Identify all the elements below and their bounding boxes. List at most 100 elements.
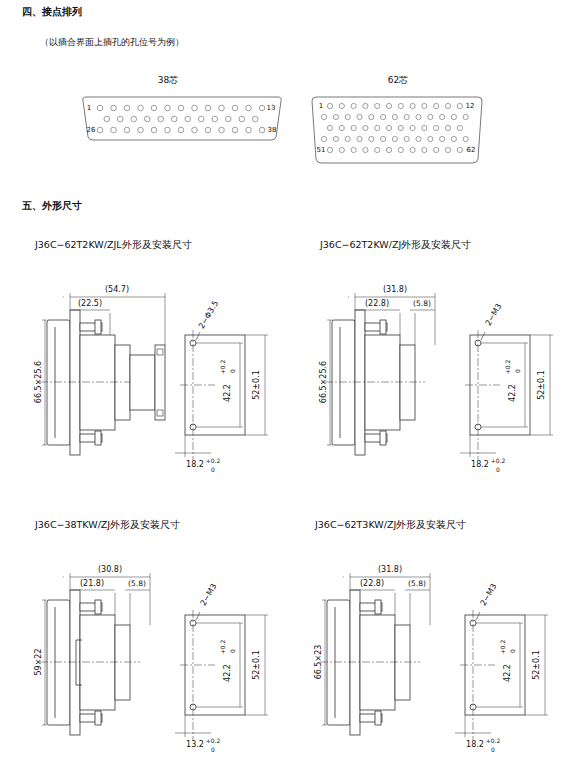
- socket-hole: [398, 125, 403, 130]
- socket-hole: [457, 147, 462, 152]
- socket-hole: [327, 103, 332, 108]
- dimension: 42.2: [509, 384, 517, 402]
- socket-hole: [144, 116, 150, 122]
- socket-hole: [428, 114, 433, 119]
- socket-hole: [463, 114, 468, 119]
- socket-hole: [333, 114, 338, 119]
- socket-hole: [392, 114, 397, 119]
- socket-hole: [357, 136, 362, 141]
- socket-hole: [351, 125, 356, 130]
- socket-face-62: [312, 97, 482, 163]
- socket-hole: [97, 127, 103, 133]
- socket-hole: [205, 127, 211, 133]
- outline-view-2: [325, 293, 553, 460]
- socket-hole: [124, 105, 130, 111]
- tolerance: +0.2: [206, 738, 221, 744]
- socket-hole: [422, 125, 427, 130]
- tolerance: 0: [230, 649, 236, 653]
- socket-hole: [158, 116, 164, 122]
- pin-number: 12: [466, 103, 475, 110]
- dimension: 59×22: [35, 648, 43, 675]
- socket-hole: [124, 127, 130, 133]
- socket-hole: [363, 125, 368, 130]
- pin-number: 38: [268, 127, 277, 134]
- hole-callout: 2−Φ3.5: [198, 300, 220, 331]
- dimension: 13.2: [186, 741, 204, 749]
- socket-hole: [212, 116, 218, 122]
- dimension: (5.8): [408, 580, 426, 588]
- tolerance: 0: [211, 467, 215, 473]
- dimension: 18.2: [186, 461, 204, 469]
- socket-hole: [198, 116, 204, 122]
- outline-view-3: [40, 573, 268, 740]
- socket-hole: [322, 136, 327, 141]
- dimension: (5.8): [128, 580, 146, 588]
- socket-hole: [117, 116, 123, 122]
- socket-hole: [327, 147, 332, 152]
- dimension: 52±0.1: [253, 370, 261, 400]
- dimension: (22.8): [365, 300, 389, 308]
- tolerance: 0: [510, 649, 516, 653]
- socket-hole: [422, 147, 427, 152]
- dimension: 66.5×25.6: [320, 361, 328, 403]
- hole-callout: 2−M3: [200, 583, 219, 608]
- socket-hole: [416, 114, 421, 119]
- socket-hole: [339, 147, 344, 152]
- socket-hole: [445, 125, 450, 130]
- socket-hole: [104, 116, 110, 122]
- socket-hole: [252, 116, 258, 122]
- socket-hole: [416, 136, 421, 141]
- tolerance: +0.2: [491, 458, 506, 464]
- socket-face-38: [83, 97, 281, 140]
- socket-hole: [219, 105, 225, 111]
- socket-hole: [111, 127, 117, 133]
- socket-hole: [457, 125, 462, 130]
- socket-hole: [381, 114, 386, 119]
- socket-hole: [398, 147, 403, 152]
- dimension: (21.8): [80, 580, 104, 588]
- dimension: 66.5×25.6: [35, 361, 43, 403]
- dimension: 52±0.1: [253, 650, 261, 680]
- socket-hole: [232, 105, 238, 111]
- socket-hole: [322, 114, 327, 119]
- tolerance: 0: [491, 747, 495, 753]
- dimension: 42.2: [504, 664, 512, 682]
- view-title: J36C−38TKW/ZJ外形及安装尺寸: [35, 520, 180, 530]
- socket-hole: [410, 147, 415, 152]
- socket-hole: [398, 103, 403, 108]
- dimension: (31.8): [383, 286, 407, 294]
- pin-number: 62: [467, 147, 476, 154]
- socket-hole: [386, 125, 391, 130]
- socket-hole: [451, 136, 456, 141]
- tolerance: +0.2: [500, 640, 506, 655]
- hole-callout: 2−M3: [480, 583, 499, 608]
- socket-hole: [192, 127, 198, 133]
- socket-hole: [375, 147, 380, 152]
- socket-hole: [428, 136, 433, 141]
- socket-hole: [386, 147, 391, 152]
- socket-hole: [457, 103, 462, 108]
- socket-hole: [404, 136, 409, 141]
- dimension: (22.8): [360, 580, 384, 588]
- view-title: J36C−62T2KW/ZJL外形及安装尺寸: [35, 240, 192, 250]
- socket-hole: [404, 114, 409, 119]
- socket-hole: [178, 105, 184, 111]
- socket-hole: [219, 127, 225, 133]
- tolerance: +0.2: [505, 360, 511, 375]
- dimension: (31.8): [378, 566, 402, 574]
- socket-hole: [138, 127, 144, 133]
- socket-hole: [434, 147, 439, 152]
- socket-hole: [327, 125, 332, 130]
- tolerance: 0: [230, 369, 236, 373]
- socket-hole: [178, 127, 184, 133]
- dimension: 42.2: [224, 384, 232, 402]
- socket-hole: [434, 103, 439, 108]
- socket-hole: [357, 114, 362, 119]
- tolerance: 0: [515, 369, 521, 373]
- pin-number: 1: [319, 103, 323, 110]
- dimension: (54.7): [105, 286, 129, 294]
- dimension: 18.2: [471, 461, 489, 469]
- socket-hole: [369, 136, 374, 141]
- socket-hole: [375, 103, 380, 108]
